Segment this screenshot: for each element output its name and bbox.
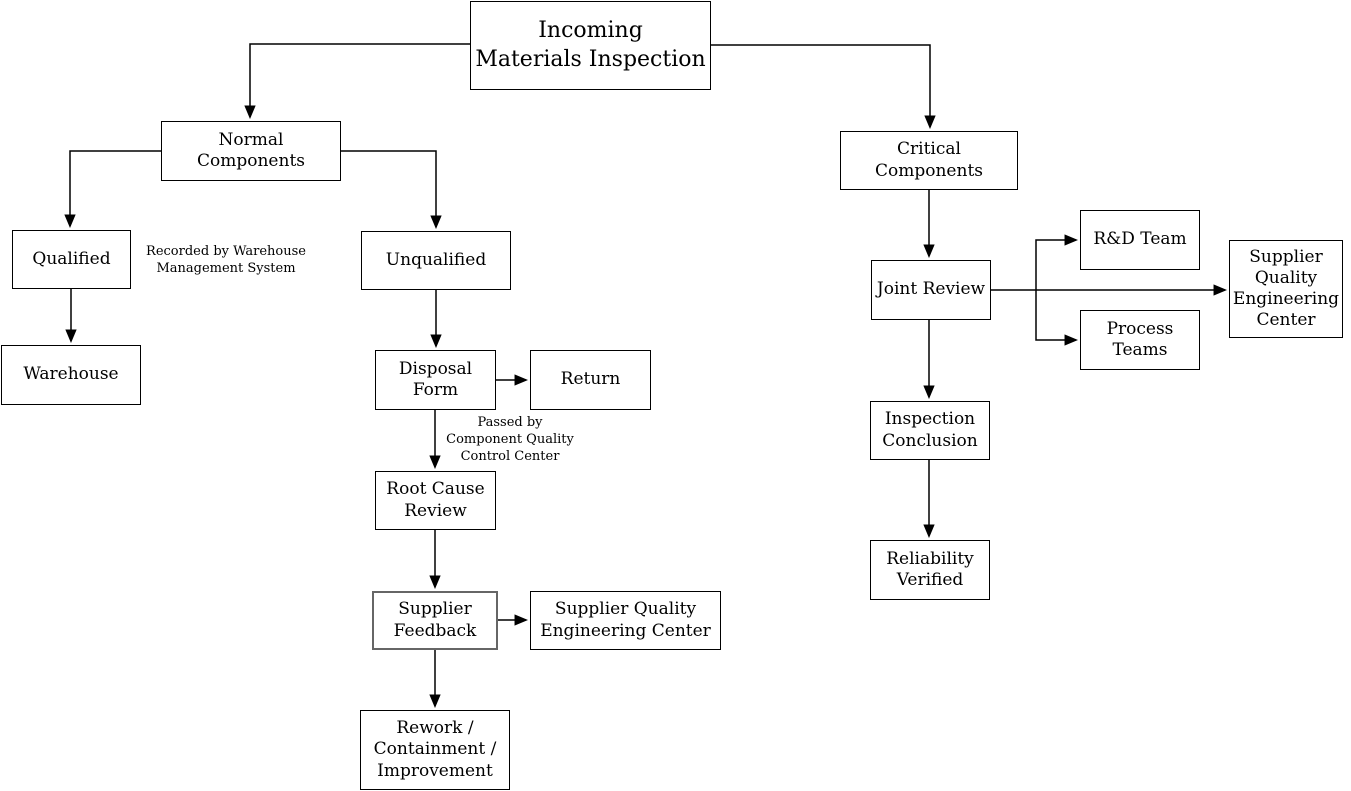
node-rework-containment-improvement: Rework / Containment / Improvement — [360, 710, 510, 790]
node-rd-team: R&D Team — [1080, 210, 1200, 270]
node-inspection-conclusion: Inspection Conclusion — [870, 401, 990, 460]
node-supplier-quality-engineering-center-right: Supplier Quality Engineering Center — [1229, 240, 1343, 338]
node-joint-review: Joint Review — [871, 260, 991, 320]
node-root-cause-review: Root Cause Review — [375, 471, 496, 530]
edge-joint-to-rdteam — [1035, 234, 1079, 290]
edge-normal-to-unqualified — [341, 150, 442, 230]
edge-normal-to-qualified — [64, 150, 161, 229]
node-return: Return — [530, 350, 651, 410]
annotation-warehouse-management-note: Recorded by Warehouse Management System — [146, 244, 306, 276]
node-critical-components: Critical Components — [840, 131, 1018, 190]
annotation-component-quality-note: Passed by Component Quality Control Cent… — [446, 415, 574, 464]
node-supplier-feedback: Supplier Feedback — [372, 591, 498, 650]
node-warehouse: Warehouse — [1, 345, 141, 405]
node-unqualified: Unqualified — [361, 231, 511, 290]
node-qualified: Qualified — [12, 230, 131, 289]
edge-joint-to-process — [1035, 290, 1079, 346]
edge-title-to-critical — [711, 44, 936, 130]
node-reliability-verified: Reliability Verified — [870, 540, 990, 600]
node-incoming-materials-inspection: Incoming Materials Inspection — [470, 1, 711, 90]
node-supplier-quality-engineering-center-left: Supplier Quality Engineering Center — [530, 591, 721, 650]
node-normal-components: Normal Components — [161, 121, 341, 181]
edge-title-to-normal — [244, 43, 470, 120]
node-process-teams: Process Teams — [1080, 310, 1200, 370]
node-disposal-form: Disposal Form — [375, 350, 496, 410]
